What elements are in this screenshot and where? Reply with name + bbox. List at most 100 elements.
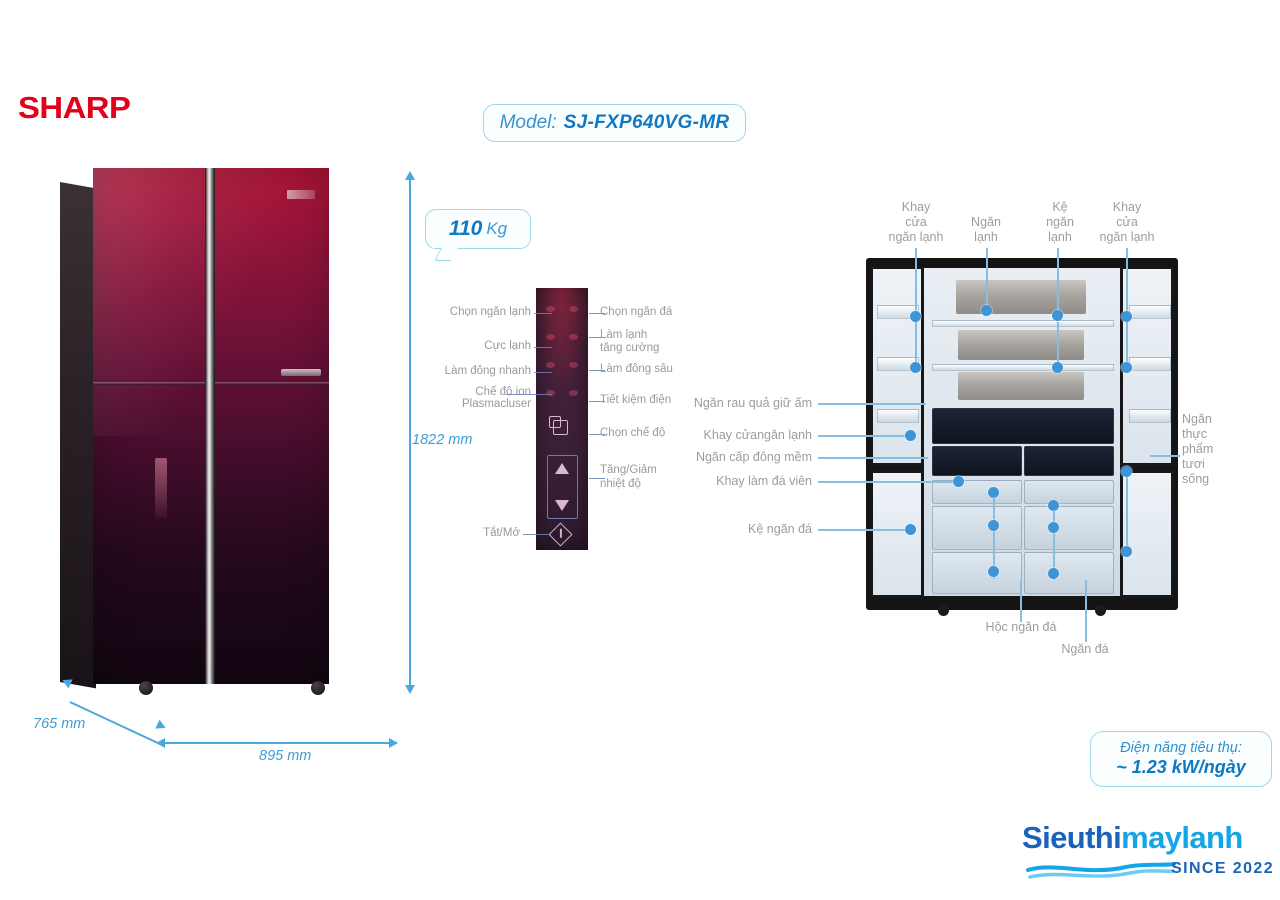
callout-left-5-line [818, 529, 910, 531]
fridge-sharp-nameplate [287, 190, 315, 199]
freezer-top-bin [1024, 480, 1114, 504]
depth-arrow-end [155, 719, 168, 733]
callout-top-1-line3: ngăn lạnh [888, 230, 944, 244]
fridge-shelf-1 [932, 320, 1114, 327]
soft-freeze-drawer [932, 408, 1114, 444]
fridge-door-right-open [1120, 266, 1174, 466]
door-bin-right-1 [1129, 305, 1171, 319]
callout-top-3-line [1057, 248, 1059, 312]
callout-top-4-line1: Khay [1112, 200, 1142, 214]
fridge-foot-right [311, 681, 325, 695]
door-bin-right-2 [1129, 357, 1171, 371]
callout-top-2-line1: Ngăn [971, 215, 1001, 229]
callout-top-4-line3: ngăn lạnh [1099, 230, 1155, 244]
callout-right-1-line5: sống [1182, 472, 1210, 486]
callout-right-1-line [1150, 455, 1180, 457]
height-arrow-top [405, 171, 415, 180]
wave-icon [1026, 862, 1176, 879]
sieuthimaylanh-logo: Sieuthimaylanh SINCE 2022 [1022, 820, 1276, 886]
cp-label-che-do-ion: Chế độ ion [475, 386, 531, 398]
callout-top-1-line1: Khay [901, 200, 931, 214]
freezer-dot-6 [1048, 568, 1059, 579]
model-value: SJ-FXP640VG-MR [563, 112, 730, 133]
height-dimension-line [409, 180, 411, 685]
cp-label-chon-ngan-da: Chọn ngăn đá [600, 306, 673, 318]
panel-indicator-4 [569, 334, 578, 340]
freezer-line-1 [993, 497, 995, 579]
power-icon[interactable] [548, 522, 573, 547]
callout-top-2-line2: lạnh [974, 230, 998, 244]
callout-top-3: Kệ ngăn lạnh [1032, 200, 1088, 245]
callout-right-1-line3: phẩm [1182, 442, 1214, 456]
cp-leader-r1 [589, 313, 605, 314]
callout-top-1-line [915, 248, 917, 313]
cp-label-lam-lanh: Làm lạnh [600, 329, 648, 341]
callout-top-2-dot [981, 305, 992, 316]
freezer-door-left-open [870, 470, 924, 598]
panel-indicator-2 [569, 306, 578, 312]
temperature-down-icon[interactable] [555, 500, 569, 511]
callout-bottom-2-line [1085, 580, 1087, 642]
freezer-line-2 [1053, 510, 1055, 580]
cp-leader-r5 [589, 434, 605, 435]
callout-right-1-line2: thực [1182, 427, 1208, 441]
callout-top-3-line2: ngăn [1046, 215, 1074, 229]
cp-label-plasmacluser: Plasmacluser [461, 398, 531, 410]
callout-right-chain-dot-2 [1121, 546, 1132, 557]
callout-top-1-dot [910, 311, 921, 322]
cp-label-chon-che-do: Chọn chế độ [600, 427, 666, 439]
model-badge: Model: SJ-FXP640VG-MR [483, 104, 746, 142]
cp-leader-3 [534, 372, 552, 373]
vegetable-drawer-right [1024, 446, 1114, 476]
weight-value: 110 [448, 217, 483, 240]
callout-bottom-2: Ngăn đá [1061, 642, 1109, 656]
cp-leader-2 [534, 347, 552, 348]
fridge-front-doors [93, 168, 329, 695]
freezer-dot-2 [988, 520, 999, 531]
callout-left-4: Khay làm đá viên [716, 474, 812, 488]
callout-left-bin-dot [910, 362, 921, 373]
callout-left-5: Kệ ngăn đá [748, 522, 812, 536]
callout-left-2-dot [905, 430, 916, 441]
width-dimension-label: 895 mm [259, 748, 312, 764]
sharp-brand-logo: SHARP [18, 90, 131, 125]
callout-top-3-line3: lạnh [1048, 230, 1072, 244]
callout-right-1: Ngăn thực phẩm tươi sống [1182, 412, 1242, 487]
callout-right-bin-dot [1121, 362, 1132, 373]
open-fridge-cavity [924, 268, 1120, 596]
callout-top-4-line2: cửa [1116, 215, 1138, 229]
panel-indicator-5 [546, 362, 555, 368]
freezer-drawer-left-upper [932, 506, 1022, 550]
fridge-foot-left [139, 681, 153, 695]
callout-top-3-dot [1052, 310, 1063, 321]
temperature-up-icon[interactable] [555, 463, 569, 474]
freezer-dot-5 [1048, 522, 1059, 533]
mode-select-icon[interactable] [549, 416, 568, 435]
callout-left-3: Ngăn cấp đông mềm [695, 450, 812, 464]
callout-right-1-line4: tươi [1182, 457, 1205, 471]
cp-label-tiet-kiem-dien: Tiết kiệm điện [600, 394, 672, 406]
door-bin-left-3 [877, 409, 919, 423]
depth-dimension-label: 765 mm [33, 716, 86, 732]
callout-right-bin-line [1126, 322, 1128, 364]
cp-label-cuc-lanh: Cực lạnh [484, 340, 531, 352]
freezer-door-right-open [1120, 470, 1174, 598]
open-fridge-foot-right [1095, 605, 1106, 616]
callout-top-2: Ngăn lạnh [955, 215, 1017, 245]
cp-label-tang-giam: Tăng/Giảm [600, 464, 657, 476]
interior-top-panel [956, 280, 1086, 314]
freezer-drawer-right-lower [1024, 552, 1114, 594]
panel-indicator-8 [569, 390, 578, 396]
width-arrow-right [389, 738, 398, 748]
callout-left-2-line [818, 435, 910, 437]
callout-top-4-line [1126, 248, 1128, 313]
panel-indicator-3 [546, 334, 555, 340]
cp-label-lam-dong-sau: Làm đông sâu [600, 363, 673, 375]
callout-top-1: Khay cửa ngăn lạnh [872, 200, 960, 245]
callout-top-2-line [986, 248, 988, 307]
height-dimension-label: 1822 mm [412, 432, 473, 448]
site-logo-word2: maylanh [1121, 820, 1243, 855]
cp-leader-4 [506, 394, 552, 395]
panel-indicator-7 [546, 390, 555, 396]
fridge-vertical-door-gap [205, 168, 215, 684]
